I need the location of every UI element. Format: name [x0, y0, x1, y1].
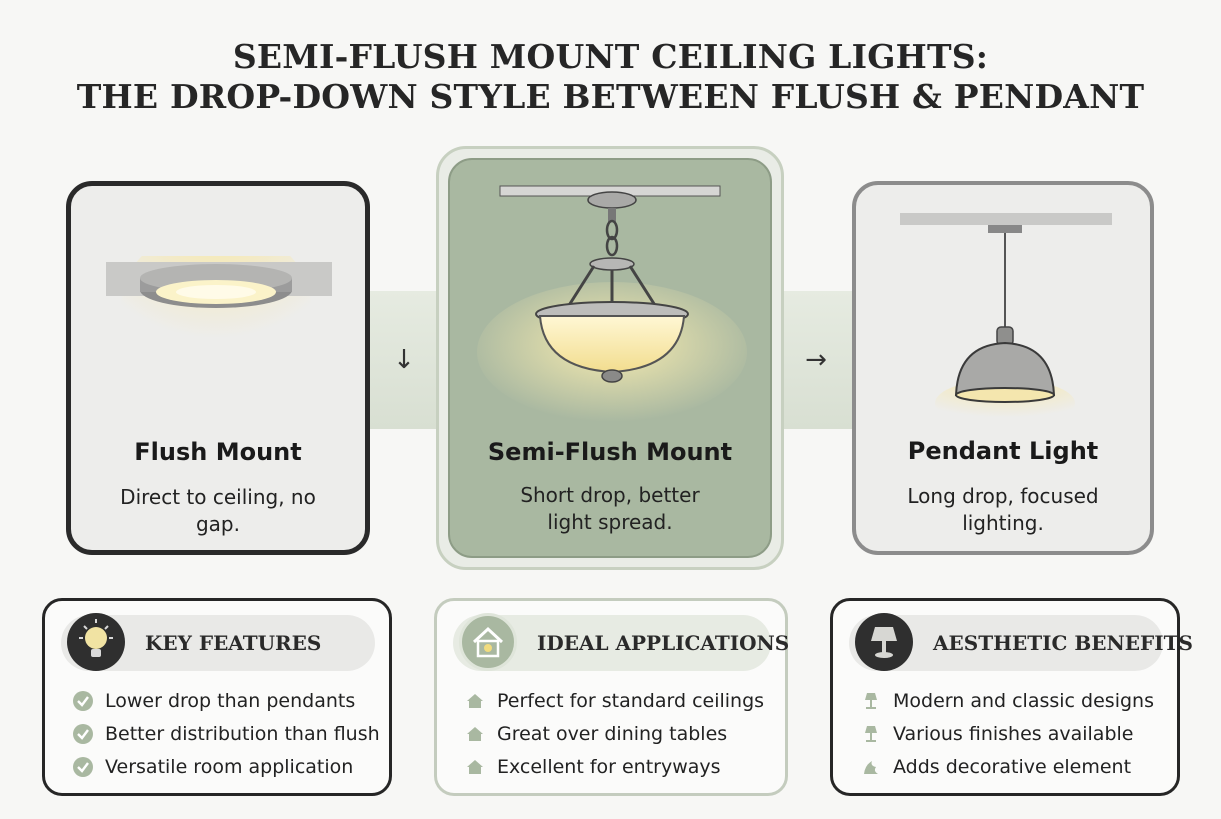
house-icon	[459, 613, 517, 671]
key-features-header: KEY FEATURES	[61, 613, 375, 671]
lamp-icon	[855, 613, 913, 671]
aesthetic-benefits-title: AESTHETIC BENEFITS	[933, 631, 1193, 655]
connector-flush-to-semi: ↓	[360, 291, 448, 429]
list-item-label: Adds decorative element	[893, 756, 1132, 778]
flush-mount-card: Flush Mount Direct to ceiling, no gap.	[66, 181, 370, 555]
flush-mount-light-icon	[106, 256, 332, 386]
pendant-light-title: Pendant Light	[907, 437, 1099, 465]
pendant-light-desc-2: lighting.	[962, 511, 1044, 535]
lamp-bullet-icon	[865, 693, 877, 709]
pendant-light-desc-1: Long drop, focused	[907, 484, 1099, 508]
right-arrow-icon: →	[805, 345, 827, 375]
list-item: Perfect for standard ceilings	[465, 687, 764, 715]
key-features-title: KEY FEATURES	[145, 631, 322, 655]
list-item-label: Perfect for standard ceilings	[497, 690, 765, 712]
semi-flush-mount-desc-2: light spread.	[547, 510, 673, 534]
semi-flush-mount-desc-1: Short drop, better	[520, 483, 700, 507]
lamp-bullet-icon	[865, 726, 877, 742]
list-item: Excellent for entryways	[465, 753, 721, 781]
house-bullet-icon	[467, 727, 483, 741]
semi-flush-mount-title: Semi-Flush Mount	[487, 438, 733, 466]
list-item-label: Better distribution than flush	[105, 723, 380, 745]
list-item-label: Versatile room application	[105, 756, 354, 778]
ideal-applications-title: IDEAL APPLICATIONS	[537, 631, 790, 655]
flush-mount-desc-1: Direct to ceiling, no	[120, 485, 316, 509]
aesthetic-benefits-header: AESTHETIC BENEFITS	[849, 613, 1193, 671]
page-title-line-1: SEMI-FLUSH MOUNT CEILING LIGHTS:	[232, 37, 989, 76]
check-circle-icon	[73, 757, 93, 777]
check-circle-icon	[73, 691, 93, 711]
house-bullet-icon	[467, 760, 483, 774]
aesthetic-benefits-panel: AESTHETIC BENEFITS Modern and classic de…	[830, 598, 1193, 796]
list-item: Adds decorative element	[861, 753, 1131, 781]
list-item-label: Excellent for entryways	[497, 756, 721, 778]
pendant-light-card: Pendant Light Long drop, focused lightin…	[852, 181, 1154, 555]
check-circle-icon	[73, 724, 93, 744]
semi-flush-light-icon	[477, 185, 747, 422]
ideal-applications-panel: IDEAL APPLICATIONS Perfect for standard …	[434, 598, 789, 796]
lightbulb-icon	[67, 613, 125, 671]
list-item: Better distribution than flush	[73, 720, 380, 748]
page-title-line-2: THE DROP-DOWN STYLE BETWEEN FLUSH & PEND…	[76, 77, 1145, 116]
flush-mount-desc-2: gap.	[195, 512, 240, 536]
pendant-light-icon	[900, 213, 1112, 417]
list-item: Modern and classic designs	[861, 687, 1154, 715]
connector-semi-to-pendant: →	[772, 291, 860, 429]
ideal-applications-header: IDEAL APPLICATIONS	[453, 613, 789, 671]
key-features-panel: KEY FEATURES Lower drop than pendants Be…	[42, 598, 392, 796]
flush-mount-title: Flush Mount	[134, 438, 302, 466]
house-bullet-icon	[467, 694, 483, 708]
list-item-label: Great over dining tables	[497, 723, 728, 745]
list-item: Great over dining tables	[465, 720, 727, 748]
list-item-label: Modern and classic designs	[893, 690, 1154, 712]
list-item: Various finishes available	[861, 720, 1133, 748]
decor-bullet-icon	[864, 761, 878, 774]
list-item-label: Various finishes available	[893, 723, 1134, 745]
list-item: Lower drop than pendants	[73, 687, 355, 715]
semi-flush-mount-card: Semi-Flush Mount Short drop, better ligh…	[448, 158, 772, 558]
list-item-label: Lower drop than pendants	[105, 690, 356, 712]
down-arrow-icon: ↓	[393, 345, 415, 375]
list-item: Versatile room application	[73, 753, 353, 781]
